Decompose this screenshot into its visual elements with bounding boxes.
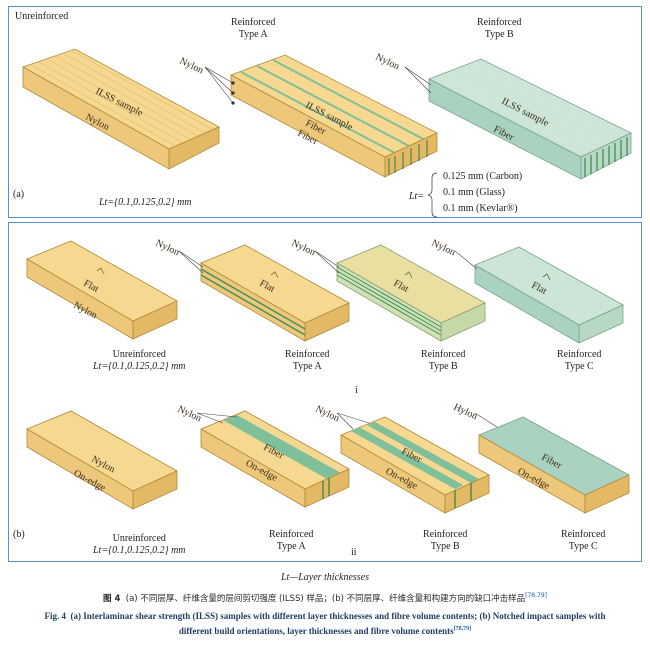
lt-option-carbon: 0.125 mm (Carbon)	[443, 171, 523, 182]
impact-edge-unreinforced: Nylon On-edge	[26, 410, 178, 510]
impact-edge-reinforced-b: Fiber On-edge Nylon	[314, 404, 490, 514]
impact-edge-reinforced-a: Fiber On-edge Nylon	[176, 404, 350, 508]
nylon-label-b3: Nylon	[290, 238, 317, 259]
ilss-block-unreinforced: ILSS sample Nylon	[22, 48, 220, 170]
nylon-label-b2: Nylon	[154, 238, 181, 259]
impact-flat-unreinforced: Flat Nylon	[26, 240, 178, 340]
lt-values-a: Lt={0.1,0.125,0.2} mm	[99, 197, 192, 208]
caption-zh: 图 4 (a) 不同层厚、纤维含量的层间剪切强度 (ILSS) 样品；(b) 不…	[103, 592, 547, 604]
hylon-label-c4: Hylon	[452, 402, 479, 423]
sub-label-i: i	[355, 385, 358, 396]
panel-b-drawing: Flat Nylon Flat Nylon Flat Nylon	[26, 238, 630, 514]
lt-symbol: Lt=	[409, 191, 425, 202]
lt-option-glass: 0.1 mm (Glass)	[443, 187, 505, 198]
legend-lt: Lt—Layer thicknesses	[280, 572, 370, 583]
col-title-unreinforced: Unreinforced	[15, 11, 69, 22]
panel-a-drawing: ILSS sample Nylon ILSS sample Fiber Fibe…	[22, 48, 632, 218]
sub-label-ii: ii	[351, 547, 357, 558]
nylon-label-3: Nylon	[374, 52, 401, 73]
panel-b: Flat Nylon Flat Nylon Flat Nylon	[8, 222, 642, 562]
lt-option-kevlar: 0.1 mm (Kevlar®)	[443, 203, 518, 214]
nylon-label-c2: Nylon	[176, 404, 203, 425]
panel-a-label: (a)	[13, 189, 25, 200]
ilss-block-reinforced-a: ILSS sample Fiber Fiber Nylon	[178, 54, 438, 178]
ilss-block-reinforced-b: ILSS sample Fiber Nylon	[374, 52, 632, 180]
caption-en: Fig. 4 (a) Interlaminar shear strength (…	[44, 611, 606, 636]
nylon-label-b4: Nylon	[430, 238, 457, 259]
panel-b-label: (b)	[13, 529, 25, 540]
impact-flat-reinforced-b: Flat Nylon	[290, 238, 486, 342]
impact-flat-reinforced-a: Flat Nylon	[154, 238, 350, 342]
lt-brace	[427, 172, 438, 218]
nylon-label-2: Nylon	[178, 56, 205, 77]
nylon-label-c3: Nylon	[314, 404, 341, 425]
